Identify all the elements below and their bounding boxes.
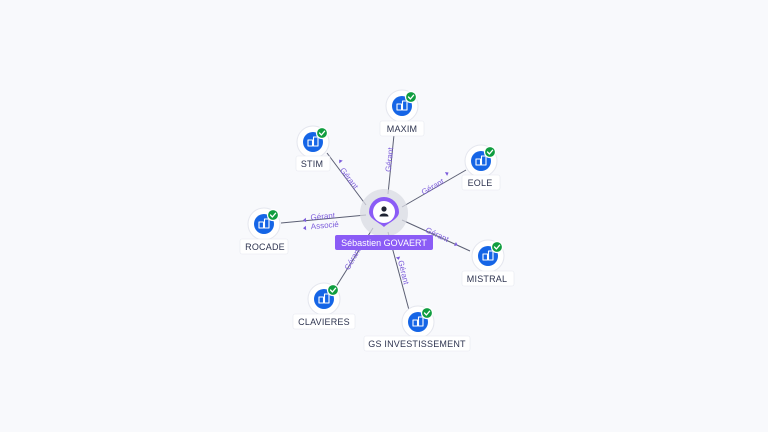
edge-label-rocade-secondary: Associé <box>310 220 339 231</box>
building-icon <box>258 218 270 229</box>
company-name-label: ROCADE <box>245 242 285 252</box>
company-node-eole[interactable]: EOLE <box>461 144 501 191</box>
node-label-box <box>379 120 425 137</box>
company-name-label: GS INVESTISSEMENT <box>368 339 466 349</box>
building-icon <box>396 100 408 111</box>
node-label-box <box>461 174 501 191</box>
verified-check-icon <box>315 126 329 140</box>
company-node-mistral[interactable]: MISTRAL <box>461 239 515 287</box>
verified-check-icon <box>490 240 504 254</box>
building-icon <box>318 293 330 304</box>
company-nodes: MAXIM STIM <box>239 89 515 352</box>
company-node-gs-investissement[interactable]: GS INVESTISSEMENT <box>363 305 471 352</box>
company-name-label: MISTRAL <box>467 274 507 284</box>
company-name-label: STIM <box>301 159 323 169</box>
verified-check-icon <box>326 283 340 297</box>
edge-label-rocade: Gérant <box>310 211 336 222</box>
company-node-rocade[interactable]: ROCADE <box>239 207 289 255</box>
building-icon <box>412 316 424 327</box>
person-node[interactable]: Sébastien GOVAERT <box>335 189 433 250</box>
node-label-box <box>239 238 289 255</box>
company-node-maxim[interactable]: MAXIM <box>379 89 425 137</box>
edge-rocade: Gérant Associé <box>280 211 367 231</box>
edge-stim: Gérant <box>326 152 367 206</box>
person-name-box <box>335 235 433 250</box>
company-name-label: CLAVIERES <box>298 317 350 327</box>
person-icon <box>379 206 389 217</box>
company-name-label: EOLE <box>468 178 493 188</box>
node-label-box <box>461 270 515 287</box>
edge-label-gs-investissement: Gérant <box>396 259 411 286</box>
edge-label-maxim: Gérant <box>384 146 396 172</box>
verified-check-icon <box>266 208 280 222</box>
node-label-box <box>295 155 331 172</box>
node-label-box <box>363 335 471 352</box>
verified-check-icon <box>420 306 434 320</box>
node-label-box <box>292 313 356 330</box>
edge-label-stim: Gérant <box>338 166 360 192</box>
person-name-label: Sébastien GOVAERT <box>341 238 427 248</box>
building-icon <box>307 136 319 147</box>
verified-check-icon <box>483 145 497 159</box>
edge-label-eole: Gérant <box>420 176 446 196</box>
company-node-clavieres[interactable]: CLAVIERES <box>292 282 356 330</box>
verified-check-icon <box>404 90 418 104</box>
edge-eole: Gérant <box>401 169 467 208</box>
company-node-stim[interactable]: STIM <box>295 125 331 172</box>
building-icon <box>475 155 487 166</box>
company-name-label: MAXIM <box>387 124 418 134</box>
building-icon <box>482 250 494 261</box>
